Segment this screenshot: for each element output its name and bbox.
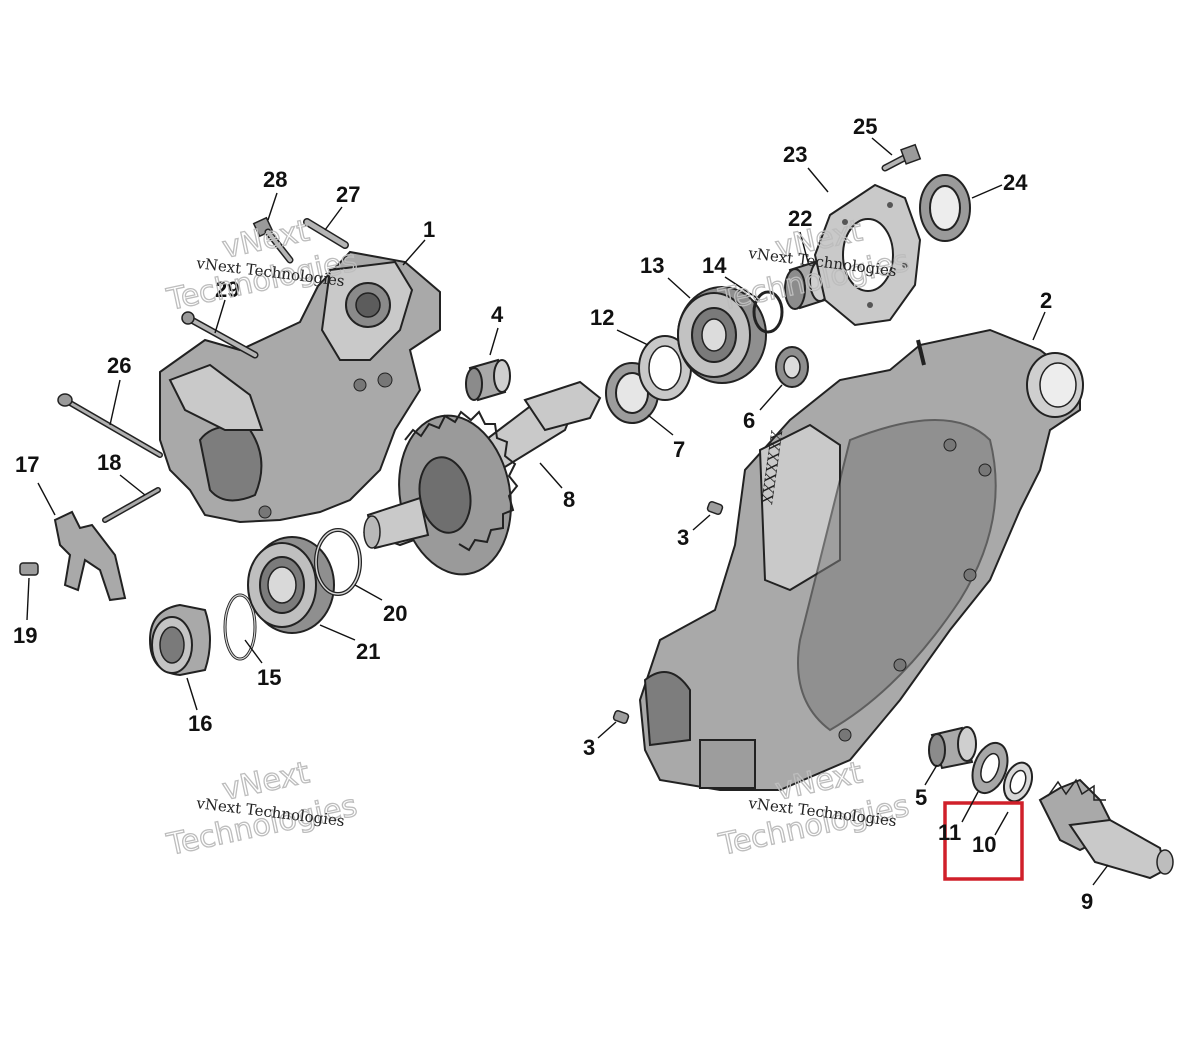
washer-12 — [638, 335, 692, 401]
callout-29: 29 — [215, 277, 239, 302]
callout-16: 16 — [188, 711, 212, 736]
bolt-25 — [881, 143, 922, 172]
callout-14: 14 — [702, 253, 727, 278]
callout-3-lower: 3 — [583, 735, 595, 760]
callout-21: 21 — [356, 639, 380, 664]
callout-9: 9 — [1081, 889, 1093, 914]
callout-18: 18 — [97, 450, 121, 475]
highlight-box — [943, 801, 1024, 881]
washer-11 — [971, 741, 1009, 795]
callout-25: 25 — [853, 114, 877, 139]
callout-3-upper: 3 — [677, 525, 689, 550]
watermark-bottom-left: vNext Technologies vNext Technologies — [163, 755, 361, 864]
pinion-shaft-9 — [1038, 778, 1174, 880]
cover-plate-23 — [813, 183, 922, 327]
callout-20: 20 — [383, 601, 407, 626]
callout-26: 26 — [107, 353, 131, 378]
bolt-29 — [181, 311, 259, 359]
callout-27: 27 — [336, 182, 360, 207]
callout-24: 24 — [1003, 170, 1028, 195]
ring-10 — [1002, 761, 1034, 803]
callout-5: 5 — [915, 785, 927, 810]
callout-19: 19 — [13, 623, 37, 648]
ring-14 — [752, 290, 784, 334]
callout-12: 12 — [590, 305, 614, 330]
callout-22: 22 — [788, 206, 812, 231]
callout-11: 11 — [938, 820, 961, 845]
callout-1: 1 — [423, 217, 435, 242]
seal-6 — [775, 346, 809, 388]
right-housing-half: XXXXXXX — [638, 328, 1084, 791]
screw-19 — [19, 562, 39, 576]
shift-rod-18 — [102, 487, 161, 523]
callout-13: 13 — [640, 253, 664, 278]
watermark-top-right: vNext Technologies vNext Technologies — [715, 213, 913, 319]
seal-24 — [919, 174, 971, 242]
gear-shaft-8 — [362, 380, 602, 576]
bushing-5 — [928, 726, 977, 770]
callout-7: 7 — [673, 437, 685, 462]
ring-20 — [314, 528, 362, 596]
bolt-26 — [57, 393, 163, 458]
shift-fork-17 — [53, 510, 127, 602]
callout-10: 10 — [972, 832, 996, 857]
dowel-pin-3-lower — [612, 710, 630, 724]
dowel-pin-3-upper — [706, 501, 724, 515]
callout-23: 23 — [783, 142, 807, 167]
callout-17: 17 — [15, 452, 39, 477]
callout-6: 6 — [743, 408, 755, 433]
callout-4: 4 — [491, 302, 504, 327]
bolt-28 — [252, 216, 294, 264]
callout-2: 2 — [1040, 288, 1052, 313]
callout-8: 8 — [563, 487, 575, 512]
o-ring-15 — [223, 593, 257, 661]
callout-15: 15 — [257, 665, 281, 690]
splined-collar-16 — [148, 603, 211, 677]
callout-numbers: 1 2 3 3 4 5 6 7 8 9 10 11 12 13 14 15 16… — [13, 114, 1093, 914]
left-housing-half — [159, 250, 441, 524]
callout-28: 28 — [263, 167, 287, 192]
bushing-4 — [465, 358, 511, 402]
bearing-13 — [677, 286, 767, 384]
bearing-21 — [247, 536, 335, 634]
bolt-27 — [303, 218, 349, 249]
leader-lines — [26, 137, 1109, 886]
